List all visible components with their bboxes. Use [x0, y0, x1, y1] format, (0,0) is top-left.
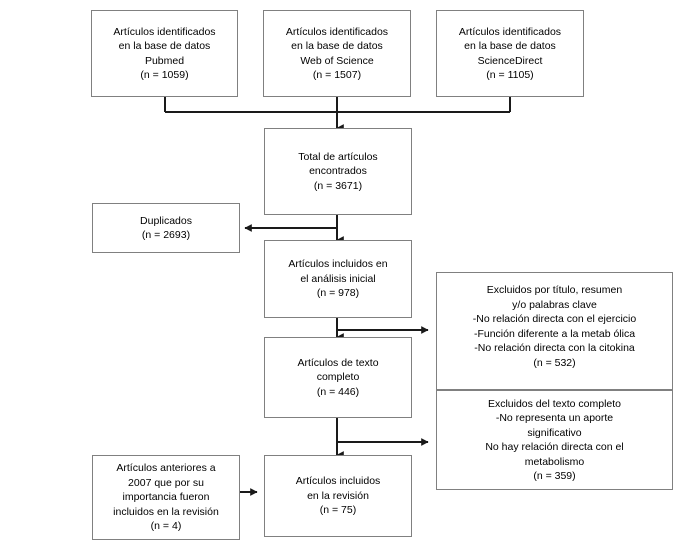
node-source-pubmed: Artículos identificados en la base de da… [91, 10, 238, 97]
node-source-web-of-science: Artículos identificados en la base de da… [263, 10, 411, 97]
node-source-sciencedirect: Artículos identificados en la base de da… [436, 10, 584, 97]
node-total-found: Total de artículos encontrados (n = 3671… [264, 128, 412, 215]
node-initial-analysis: Artículos incluidos en el análisis inici… [264, 240, 412, 318]
node-duplicates: Duplicados (n = 2693) [92, 203, 240, 253]
node-older-than-2007: Artículos anteriores a 2007 que por su i… [92, 455, 240, 540]
node-excluded-full-text: Excluidos del texto completo -No represe… [436, 390, 673, 490]
node-excluded-title-abstract: Excluidos por título, resumen y/o palabr… [436, 272, 673, 390]
node-included-review: Artículos incluidos en la revisión (n = … [264, 455, 412, 537]
node-full-text: Artículos de texto completo (n = 446) [264, 337, 412, 418]
